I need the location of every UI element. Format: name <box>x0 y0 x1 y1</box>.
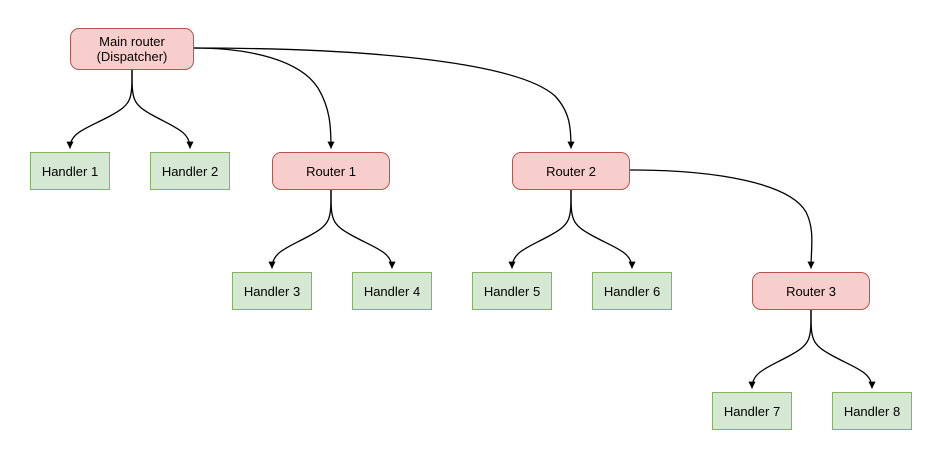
node-label-h6: Handler 6 <box>603 283 661 299</box>
node-label-r2: Router 2 <box>546 163 596 179</box>
node-label-h8: Handler 8 <box>843 403 901 419</box>
node-r2[interactable]: Router 2 <box>512 152 630 190</box>
edge-main-to-h2 <box>131 69 194 149</box>
node-h3[interactable]: Handler 3 <box>232 272 312 310</box>
node-label-h7: Handler 7 <box>723 403 781 419</box>
edge-main-to-r1 <box>193 47 335 149</box>
node-h7[interactable]: Handler 7 <box>712 392 792 430</box>
node-label-h5: Handler 5 <box>483 283 541 299</box>
node-label-h1: Handler 1 <box>41 163 99 179</box>
node-h5[interactable]: Handler 5 <box>472 272 552 310</box>
node-main[interactable]: Main router (Dispatcher) <box>70 28 194 70</box>
node-label-h4: Handler 4 <box>363 283 421 299</box>
node-r3[interactable]: Router 3 <box>752 272 870 310</box>
node-label-r1: Router 1 <box>306 163 356 179</box>
edge-r3-to-h7 <box>748 309 812 389</box>
node-h6[interactable]: Handler 6 <box>592 272 672 310</box>
node-label-h3: Handler 3 <box>243 283 301 299</box>
edge-r2-to-h5 <box>508 189 572 269</box>
node-label-h2: Handler 2 <box>161 163 219 179</box>
edge-r2-to-r3 <box>629 169 815 269</box>
node-label-main: Main router (Dispatcher) <box>96 34 168 64</box>
edge-r1-to-h4 <box>330 189 396 269</box>
node-h4[interactable]: Handler 4 <box>352 272 432 310</box>
node-label-r3: Router 3 <box>786 283 836 299</box>
edge-r1-to-h3 <box>268 189 332 269</box>
node-h8[interactable]: Handler 8 <box>832 392 912 430</box>
edge-r2-to-h6 <box>570 189 636 269</box>
edges-group <box>66 47 876 389</box>
node-r1[interactable]: Router 1 <box>272 152 390 190</box>
edge-main-to-h1 <box>66 69 133 149</box>
node-h2[interactable]: Handler 2 <box>150 152 230 190</box>
node-h1[interactable]: Handler 1 <box>30 152 110 190</box>
edge-main-to-r2 <box>193 47 575 149</box>
edge-r3-to-h8 <box>810 309 876 389</box>
